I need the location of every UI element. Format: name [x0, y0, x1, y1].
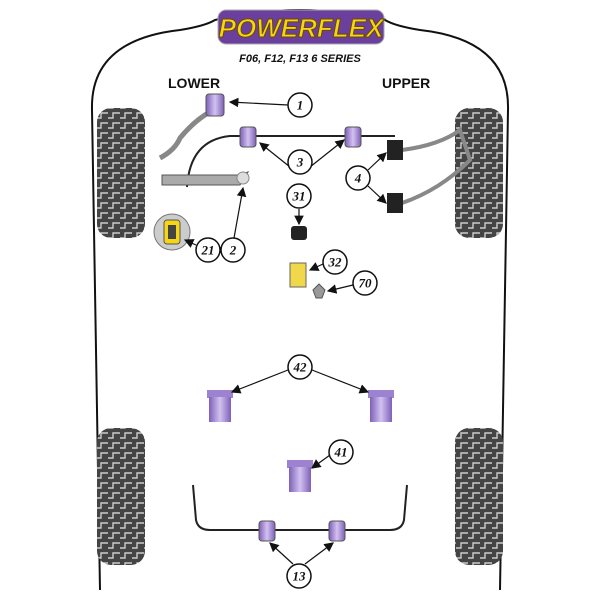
bush-32 [289, 262, 307, 288]
rear-anti-roll-bar [192, 484, 408, 531]
callout-42: 42 [287, 354, 313, 380]
mount-21 [153, 213, 191, 251]
bush-4-top [387, 140, 403, 160]
upper-arm [401, 126, 473, 205]
callout-70: 70 [352, 270, 378, 296]
model-title: F06, F12, F13 6 SERIES [239, 53, 361, 65]
callout-32: 32 [322, 249, 348, 275]
svg-text:21: 21 [201, 243, 215, 258]
bush-2 [236, 171, 250, 185]
callout-21: 21 [195, 237, 221, 263]
callout-41: 41 [328, 439, 354, 465]
svg-text:POWERFLEX: POWERFLEX [219, 13, 385, 43]
svg-text:1: 1 [297, 98, 304, 113]
svg-text:3: 3 [296, 155, 304, 170]
bush-3-left [239, 126, 257, 148]
part-70 [312, 283, 326, 299]
callout-3: 3 [287, 149, 313, 175]
bush-13-right [328, 520, 346, 542]
lower-label: LOWER [168, 75, 220, 91]
powerflex-logo: POWERFLEX [217, 9, 385, 45]
callout-4: 4 [345, 165, 371, 191]
front-left-tyre [97, 108, 145, 238]
svg-text:32: 32 [328, 255, 343, 270]
rear-left-tyre [97, 428, 145, 565]
rear-right-tyre [455, 428, 503, 565]
front-right-tyre [455, 108, 503, 238]
front-link [158, 109, 212, 161]
svg-text:41: 41 [334, 445, 348, 460]
bush-1 [205, 93, 225, 117]
bush-3-right [344, 126, 362, 148]
svg-text:13: 13 [293, 569, 307, 584]
callout-13: 13 [286, 563, 312, 589]
svg-text:4: 4 [354, 171, 362, 186]
svg-text:42: 42 [293, 360, 308, 375]
bush-13-left [258, 520, 276, 542]
svg-text:31: 31 [292, 189, 306, 204]
bush-42-right [368, 390, 394, 422]
callout-1: 1 [287, 92, 313, 118]
bush-31 [291, 226, 307, 240]
bush-41 [287, 460, 313, 492]
svg-text:2: 2 [229, 243, 237, 258]
callout-2: 2 [220, 237, 246, 263]
lower-arm [161, 171, 250, 186]
svg-text:70: 70 [359, 276, 373, 291]
callout-31: 31 [286, 183, 312, 209]
bush-4-bottom [387, 193, 403, 213]
bush-42-left [207, 390, 233, 422]
upper-label: UPPER [382, 75, 430, 91]
